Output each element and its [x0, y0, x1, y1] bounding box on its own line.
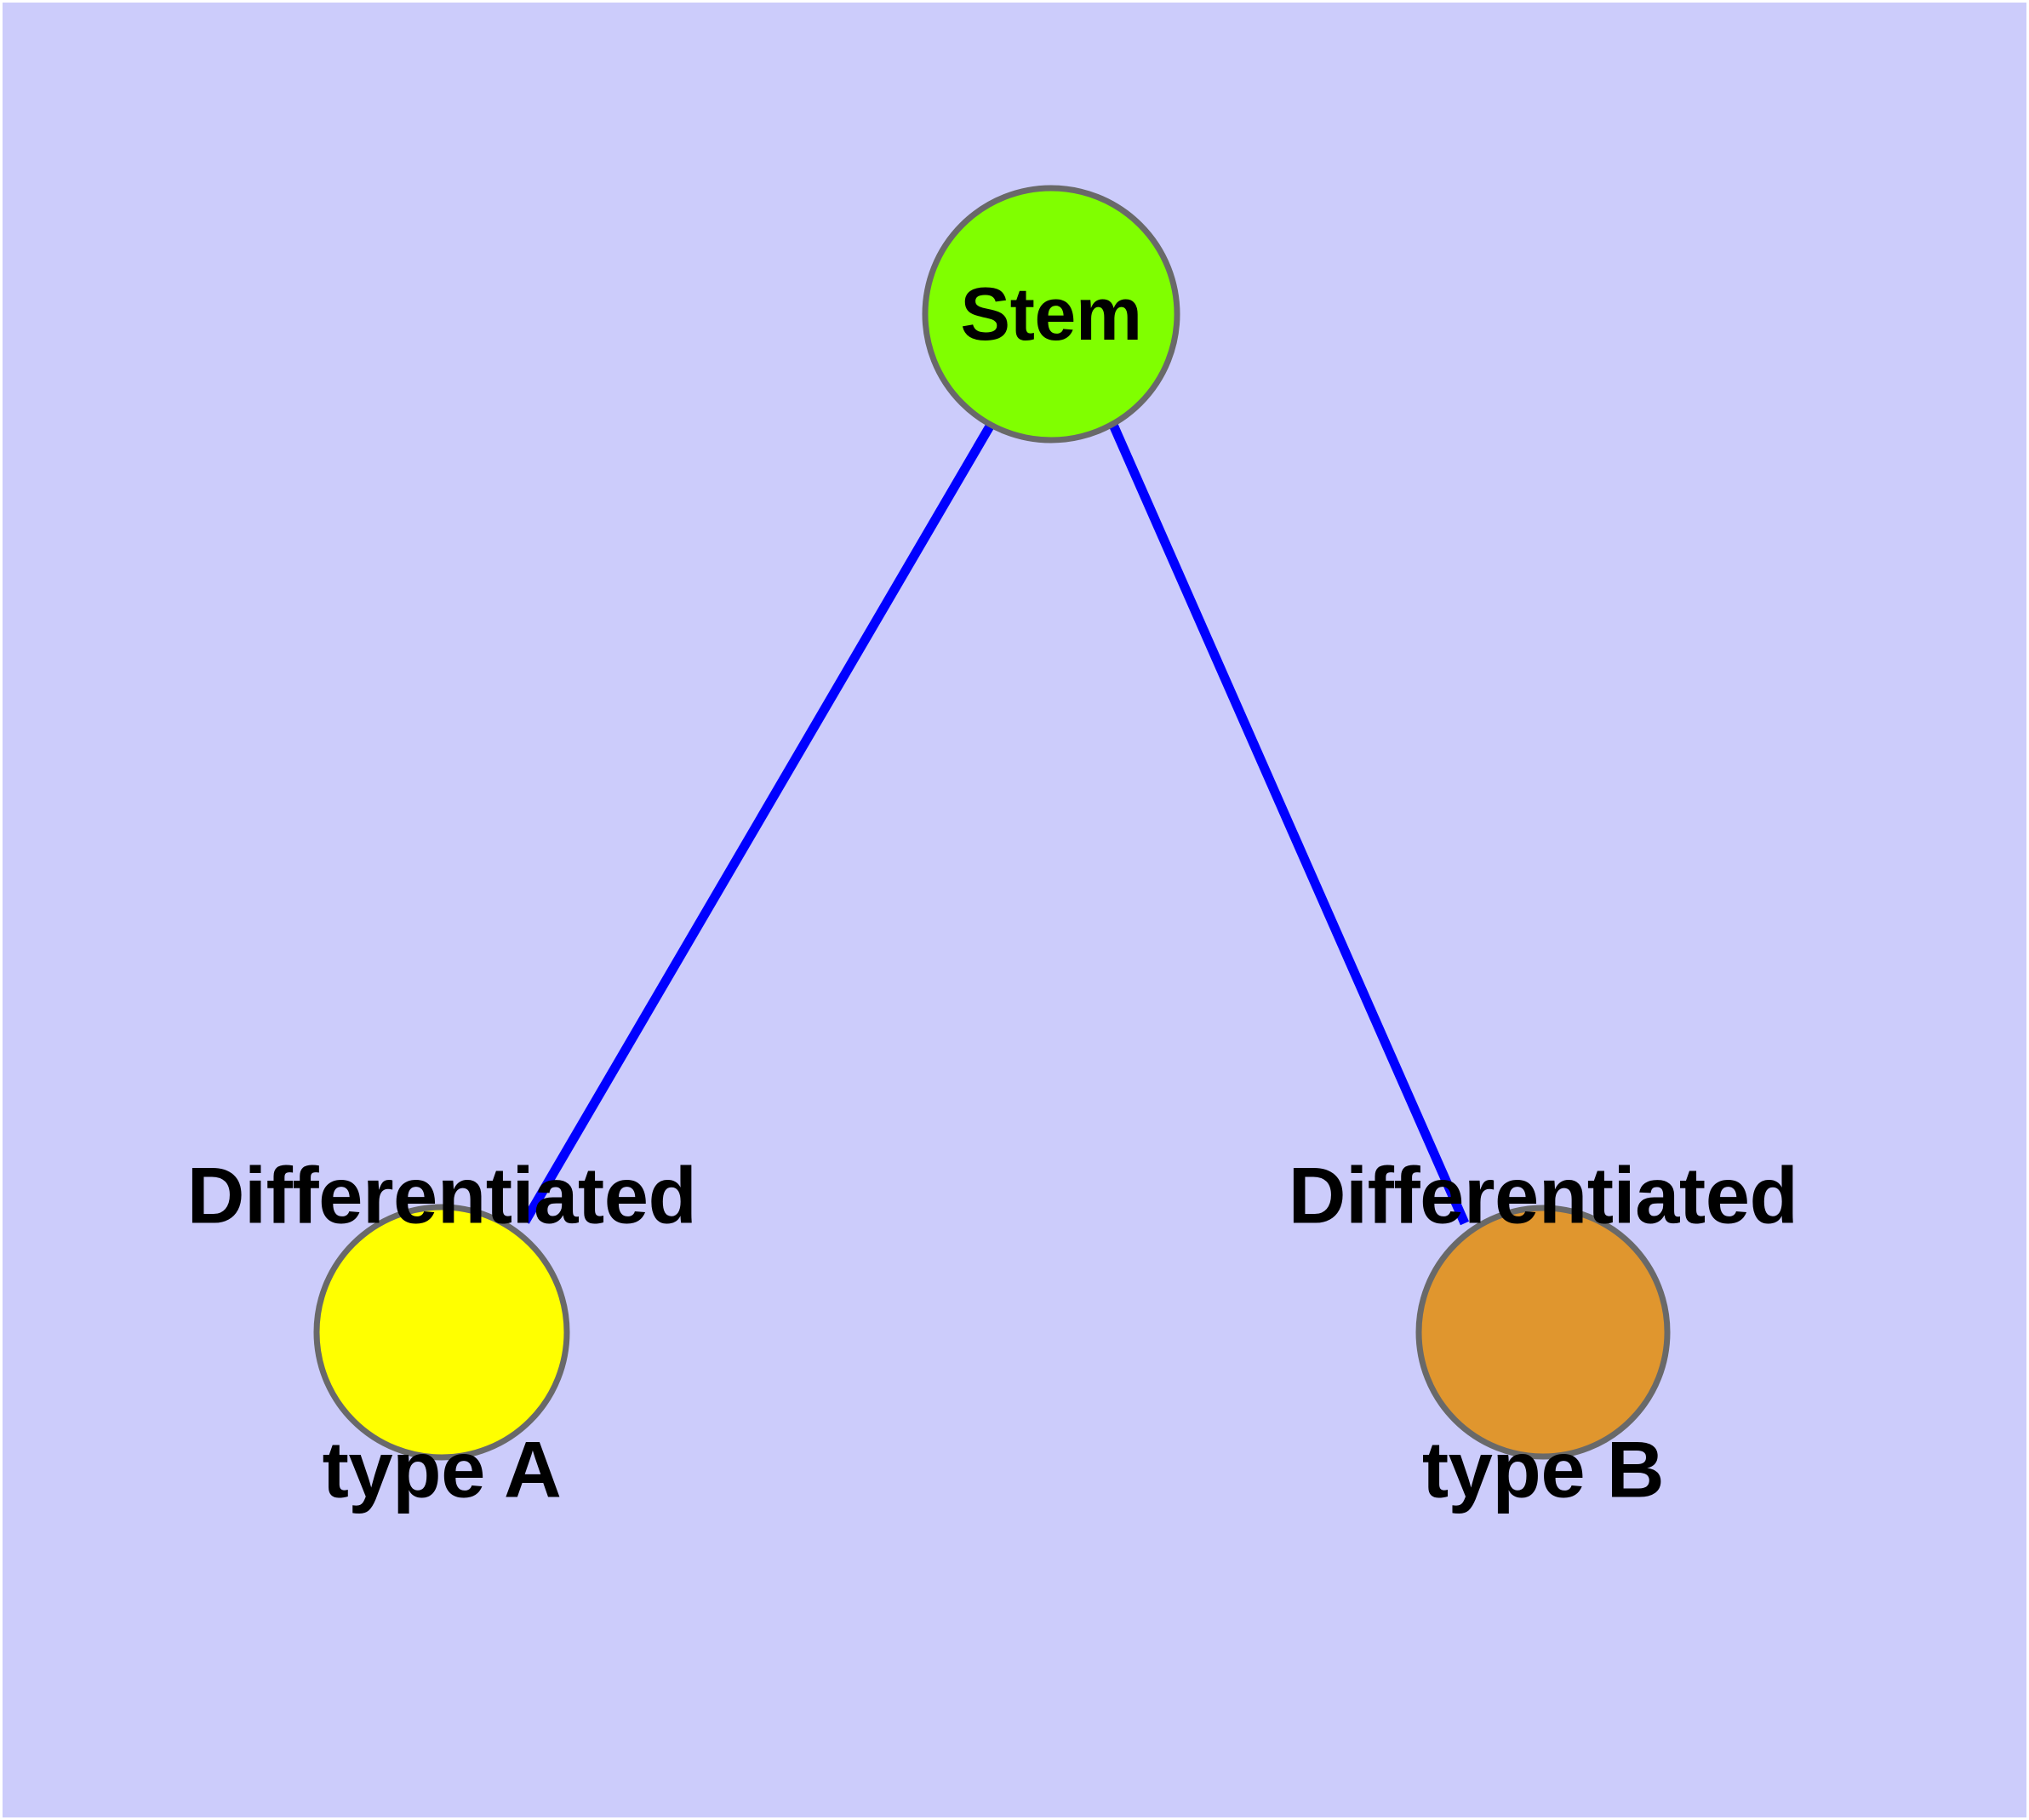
node-stem[interactable] [922, 185, 1180, 444]
node-layer [313, 185, 1671, 1461]
edge-stem-to-differentiated-type-b[interactable] [1108, 422, 1470, 1226]
node-differentiated-type-b[interactable] [1415, 1205, 1671, 1460]
graph-svg [313, 185, 1671, 1461]
edge-stem-to-differentiated-type-a[interactable] [521, 422, 995, 1224]
edge-layer [521, 422, 1470, 1226]
node-differentiated-type-a[interactable] [313, 1204, 570, 1461]
